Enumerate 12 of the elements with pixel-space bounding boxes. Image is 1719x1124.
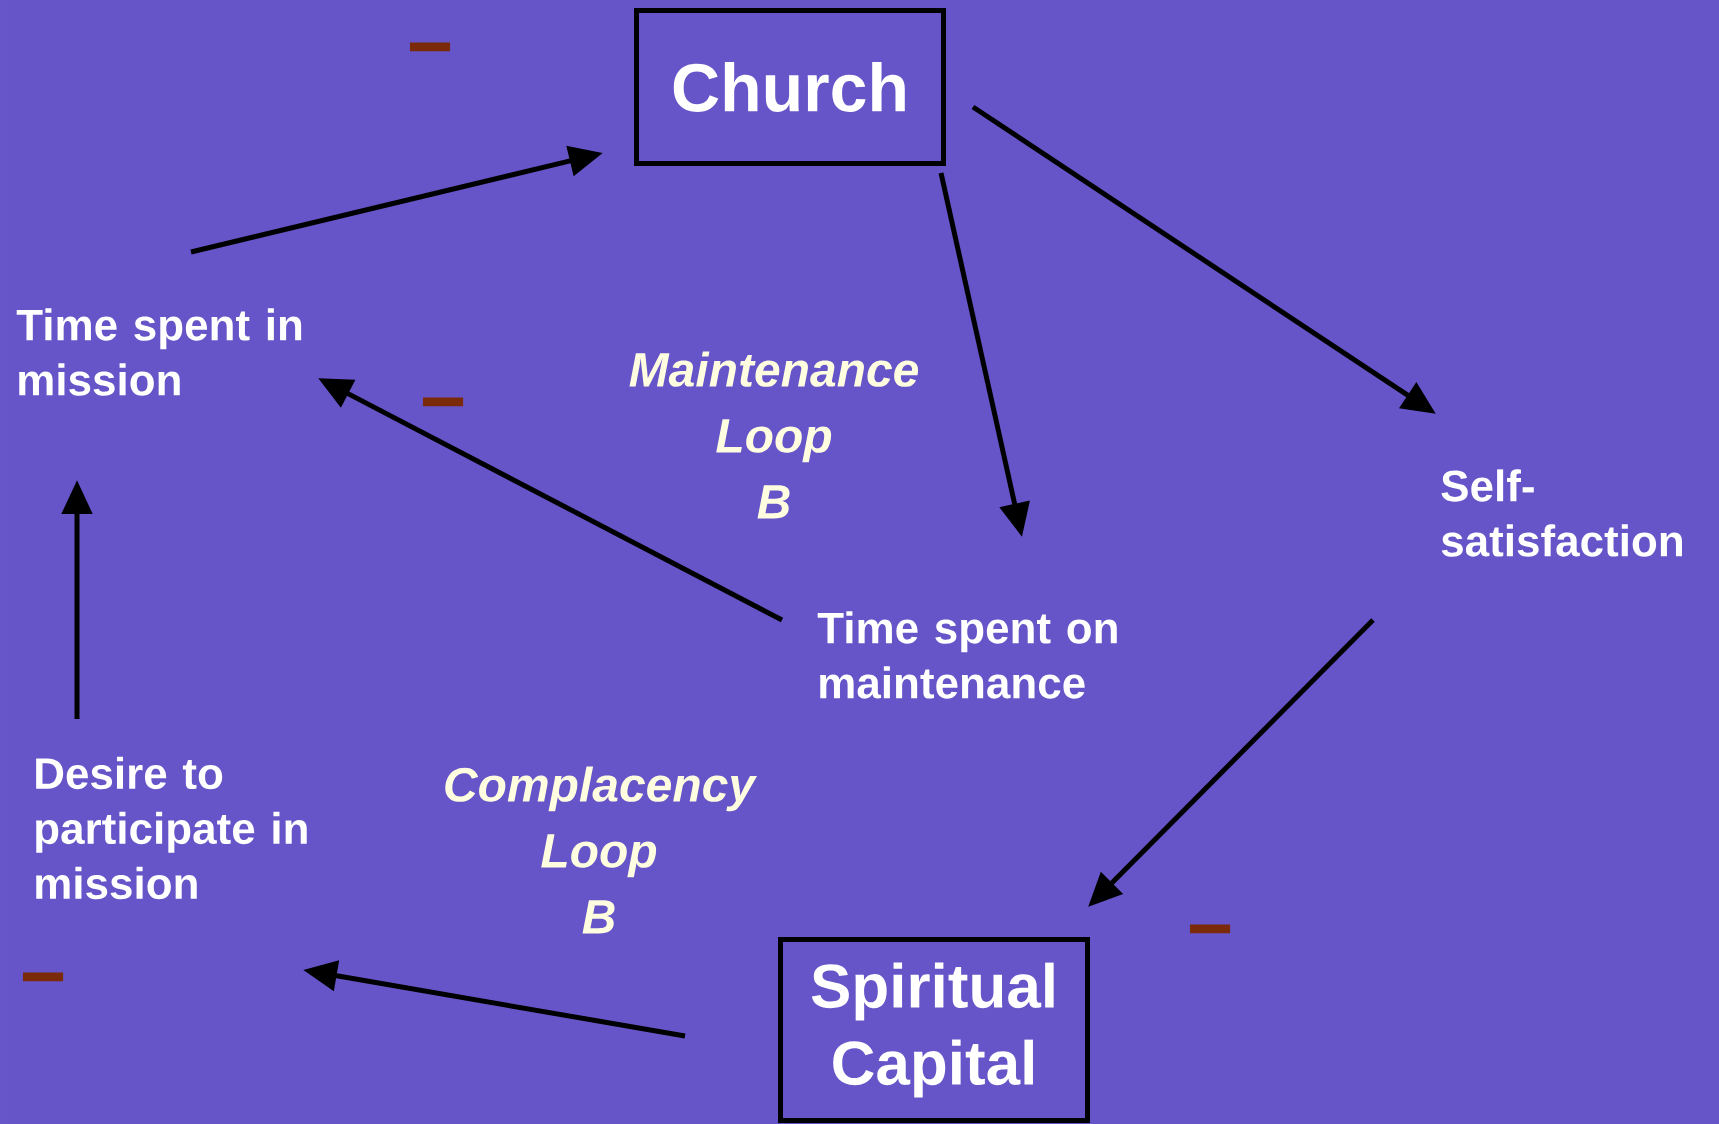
- minus-sign: −: [410, 42, 451, 52]
- box: Spiritual Capital: [778, 937, 1090, 1123]
- variable-label: Desire to participate in mission: [36, 756, 307, 900]
- minus-sign: −: [23, 972, 64, 982]
- loop-label: Maintenance Loop B: [629, 351, 919, 519]
- minus-sign: −: [423, 397, 464, 407]
- loop-label: Complacency Loop B: [445, 766, 758, 934]
- minus-sign: −: [1190, 924, 1231, 934]
- variable-label: Time spent on maintenance: [817, 611, 1117, 699]
- box: Church: [634, 8, 946, 166]
- variable-label: Time spent in mission: [16, 308, 302, 396]
- variable-label: Self-satisfaction: [1441, 469, 1682, 557]
